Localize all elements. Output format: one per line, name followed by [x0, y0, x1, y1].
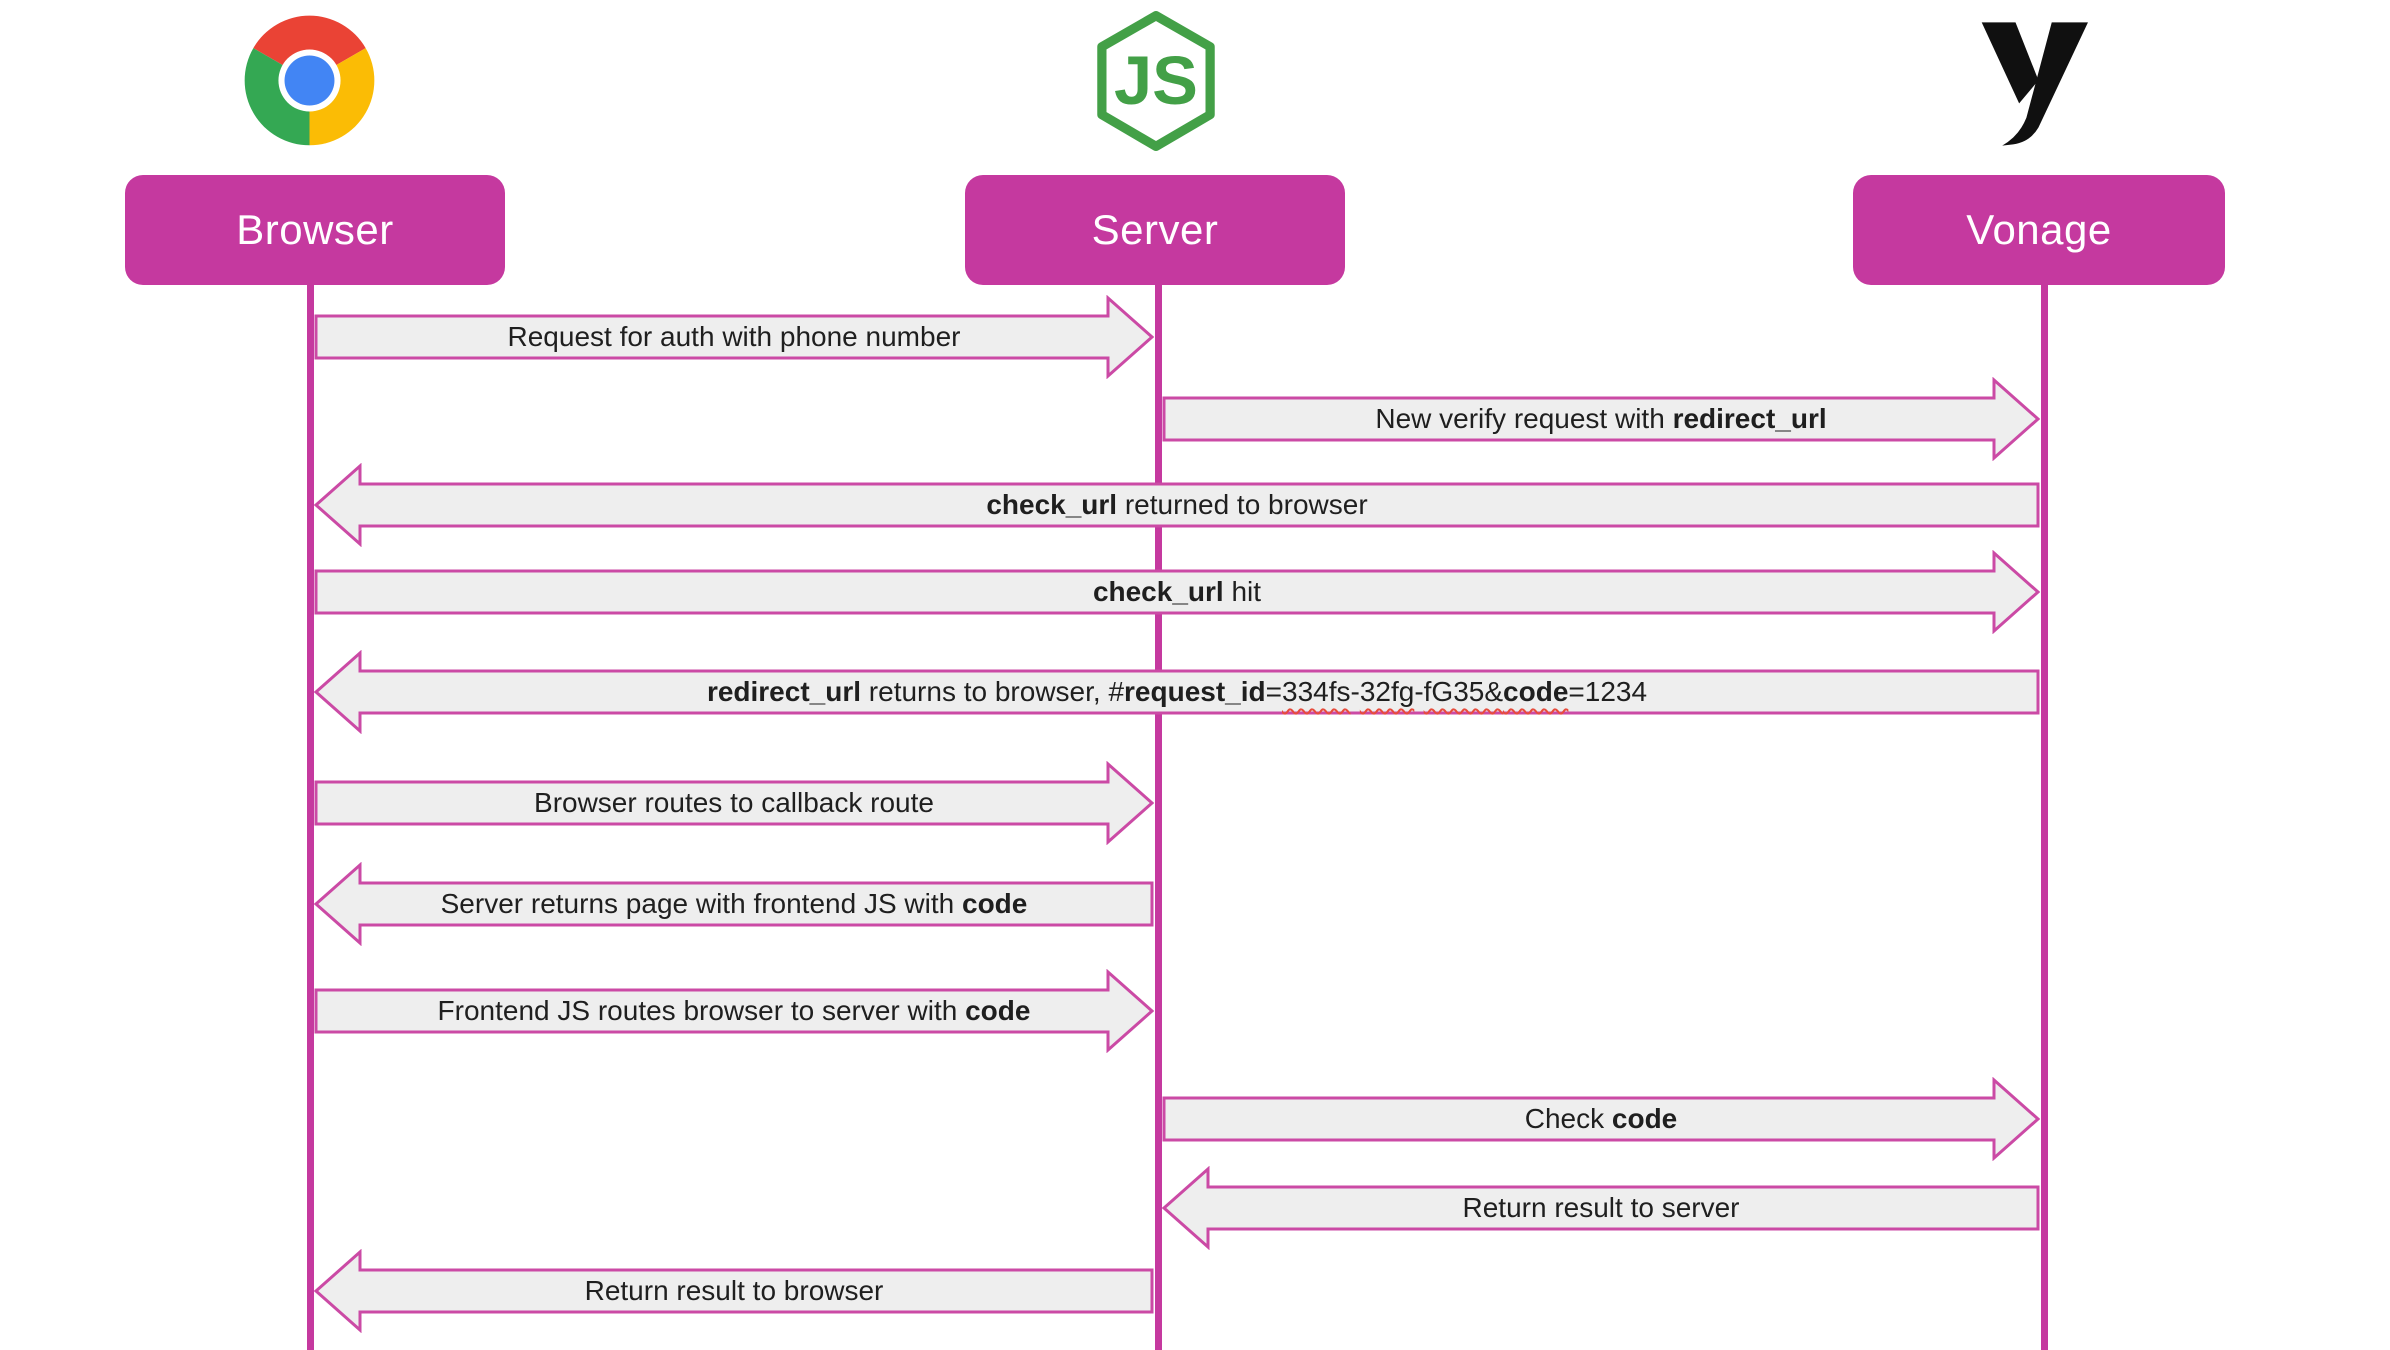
lifeline-vonage: [2040, 284, 2048, 1350]
message-label-part: code: [962, 888, 1028, 919]
message-label-part: =1234: [1568, 676, 1648, 707]
message-label-part: check_url: [1092, 576, 1224, 607]
message-label-part: redirect_url: [706, 676, 862, 707]
vonage-logo: [1972, 20, 2117, 148]
actor-label-server: Server: [1091, 206, 1219, 253]
actor-box-server: Server: [965, 175, 1345, 285]
message-label-part: code: [965, 995, 1031, 1026]
message-arrow-server-to-browser: Return result to browser: [314, 1249, 1154, 1333]
message-arrow-vonage-to-browser: redirect_url returns to browser, #reques…: [314, 650, 2040, 734]
message-arrow-server-to-vonage: New verify request with redirect_url: [1162, 377, 2040, 461]
message-label-part: 334fs: [1282, 676, 1351, 707]
actor-label-vonage: Vonage: [1966, 206, 2112, 253]
message-label: Return result to browser: [314, 1249, 1154, 1333]
message-arrow-vonage-to-browser: check_url returned to browser: [314, 463, 2040, 547]
message-label-part: request_id: [1124, 676, 1266, 707]
message-label: check_url hit: [314, 550, 2040, 634]
lifeline-server: [1154, 284, 1162, 1350]
message-label: check_url returned to browser: [314, 463, 2040, 547]
message-label-part: hit: [1223, 576, 1262, 607]
svg-text:JS: JS: [1114, 42, 1198, 119]
message-label: Check code: [1162, 1077, 2040, 1161]
message-arrow-server-to-vonage: Check code: [1162, 1077, 2040, 1161]
message-label: Server returns page with frontend JS wit…: [314, 862, 1154, 946]
message-label-part: Check: [1524, 1103, 1612, 1134]
message-arrow-browser-to-vonage: check_url hit: [314, 550, 2040, 634]
nodejs-icon: JS: [1090, 8, 1222, 158]
message-label-part: Return result to server: [1462, 1192, 1740, 1223]
actor-box-vonage: Vonage: [1853, 175, 2225, 285]
message-arrow-browser-to-server: Request for auth with phone number: [314, 295, 1154, 379]
message-arrow-browser-to-server: Browser routes to callback route: [314, 761, 1154, 845]
message-label: Request for auth with phone number: [314, 295, 1154, 379]
message-label: Frontend JS routes browser to server wit…: [314, 969, 1154, 1053]
message-label: New verify request with redirect_url: [1162, 377, 2040, 461]
actor-box-browser: Browser: [125, 175, 505, 285]
message-label-part: returns to browser, #: [861, 676, 1125, 707]
message-label-part: Request for auth with phone number: [507, 321, 961, 352]
message-label-part: Frontend JS routes browser to server wit…: [437, 995, 966, 1026]
message-label-part: Return result to browser: [584, 1275, 884, 1306]
lifeline-browser: [306, 284, 314, 1350]
message-label-part: Server returns page with frontend JS wit…: [440, 888, 962, 919]
message-label-part: New verify request with: [1375, 403, 1673, 434]
message-label-part: Browser routes to callback route: [534, 787, 934, 818]
message-label-part: -: [1414, 676, 1424, 707]
message-label-part: returned to browser: [1117, 489, 1368, 520]
message-label-part: -: [1350, 676, 1360, 707]
actor-label-browser: Browser: [236, 206, 394, 253]
message-label-part: check_url: [986, 489, 1118, 520]
message-arrow-server-to-browser: Server returns page with frontend JS wit…: [314, 862, 1154, 946]
message-label-part: code: [1611, 1103, 1678, 1134]
message-arrow-vonage-to-server: Return result to server: [1162, 1166, 2040, 1250]
message-label-part: 32fg: [1359, 676, 1415, 707]
message-label-part: code: [1503, 676, 1569, 707]
chrome-icon: [242, 13, 377, 148]
message-label: Return result to server: [1162, 1166, 2040, 1250]
message-label-part: redirect_url: [1672, 403, 1827, 434]
message-label: redirect_url returns to browser, #reques…: [314, 650, 2040, 734]
message-label-part: =: [1265, 676, 1282, 707]
message-arrow-browser-to-server: Frontend JS routes browser to server wit…: [314, 969, 1154, 1053]
message-label-part: fG35&: [1423, 676, 1504, 707]
message-label: Browser routes to callback route: [314, 761, 1154, 845]
